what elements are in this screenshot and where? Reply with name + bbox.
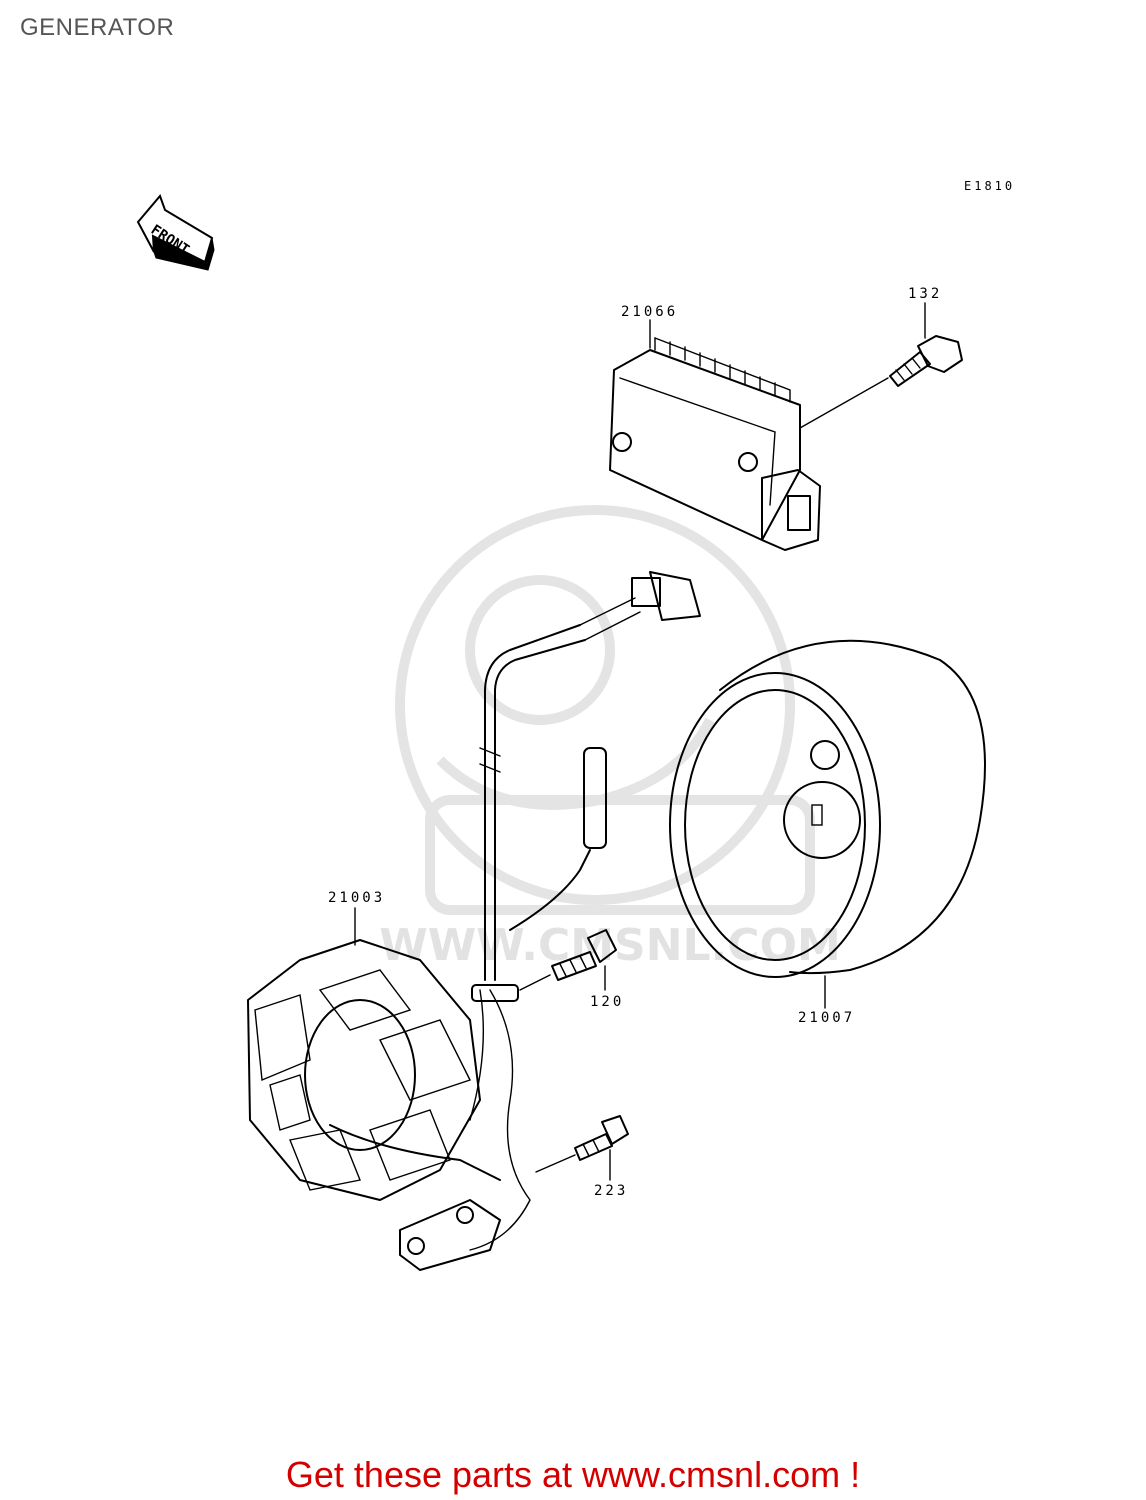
flywheel-rotor-drawing (669, 639, 986, 978)
part-label-223[interactable]: 223 (594, 1183, 628, 1199)
stator-drawing (247, 939, 531, 1271)
wire-harness-drawing (479, 571, 701, 981)
part-label-21003[interactable]: 21003 (328, 890, 385, 906)
bolt-132-icon (889, 335, 963, 387)
bolt-120-icon (551, 929, 617, 981)
part-label-21007[interactable]: 21007 (798, 1010, 855, 1026)
leader-line (799, 377, 889, 429)
watermark-logo: WWW.CMSNL.COM (379, 505, 841, 971)
part-label-132[interactable]: 132 (908, 286, 942, 302)
diagram-code: E1810 (964, 179, 1015, 193)
leader-line (535, 1154, 576, 1173)
leader-line (519, 974, 551, 991)
front-arrow-icon: FRONT (136, 194, 215, 271)
bolt-223-icon (574, 1115, 629, 1161)
regulator-rectifier-drawing (609, 337, 821, 551)
part-label-21066[interactable]: 21066 (621, 304, 678, 320)
part-label-120[interactable]: 120 (590, 994, 624, 1010)
footer-link[interactable]: Get these parts at www.cmsnl.com ! (285, 1454, 861, 1495)
watermark-text: WWW.CMSNL.COM (379, 920, 841, 971)
page-title: GENERATOR (20, 14, 175, 41)
